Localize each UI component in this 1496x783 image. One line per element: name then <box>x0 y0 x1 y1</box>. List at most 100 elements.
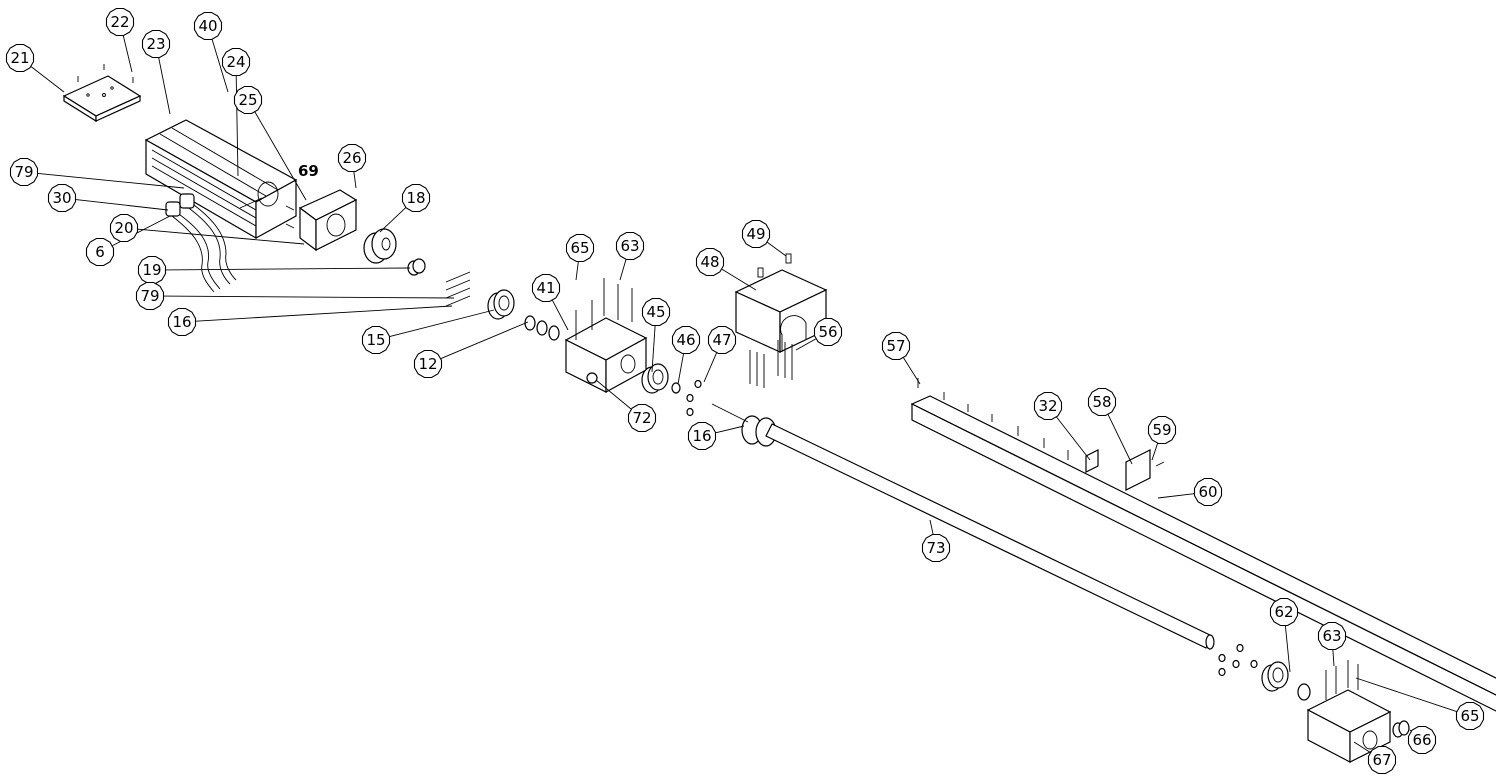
callout-48: 48 <box>695 247 725 277</box>
callout-21: 21 <box>5 43 35 73</box>
callout-number: 60 <box>1198 483 1217 501</box>
callout-23: 23 <box>141 29 171 59</box>
callout-6: 6 <box>85 237 115 267</box>
callout-24: 24 <box>221 47 251 77</box>
callout-badge <box>687 421 717 451</box>
callout-46: 46 <box>671 325 701 355</box>
leader-line <box>677 353 684 385</box>
callout-number: 15 <box>366 331 385 349</box>
callout-60: 60 <box>1193 477 1223 507</box>
ring-set <box>524 315 560 341</box>
bearing-block-left <box>564 278 648 394</box>
callout-number: 19 <box>142 261 161 279</box>
callout-number: 62 <box>1274 603 1293 621</box>
leader-line <box>1355 677 1457 713</box>
callout-badge <box>695 247 725 277</box>
callout-badge <box>135 281 165 311</box>
seal <box>641 363 669 394</box>
callout-badge <box>109 213 139 243</box>
leader-line <box>254 111 307 201</box>
callout-badge <box>627 403 657 433</box>
coupling <box>363 228 426 276</box>
callout-badge <box>1269 597 1299 627</box>
callout-number: 25 <box>238 91 257 109</box>
callout-45: 45 <box>641 297 671 327</box>
leader-line <box>211 39 229 93</box>
screw-set-long <box>749 340 793 388</box>
callout-25: 25 <box>233 85 263 115</box>
callout-badge <box>401 183 431 213</box>
leader-line <box>552 300 569 331</box>
callout-number: 67 <box>1372 751 1391 769</box>
callout-number: 24 <box>226 53 245 71</box>
callout-badge <box>881 331 911 361</box>
callout-badge <box>813 317 843 347</box>
leader-line <box>1332 649 1335 667</box>
leader-line <box>75 199 169 211</box>
callout-number: 18 <box>406 189 425 207</box>
callout-59: 59 <box>1147 415 1177 445</box>
top-plate <box>62 64 142 123</box>
callout-number: 41 <box>536 279 555 297</box>
limit-bracket <box>1085 449 1165 491</box>
leader-line <box>389 309 495 338</box>
callout-16: 16 <box>167 307 197 337</box>
callout-62: 62 <box>1269 597 1299 627</box>
motor-body <box>144 119 298 240</box>
callout-badge <box>1147 415 1177 445</box>
leader-line <box>158 57 171 115</box>
callout-badge <box>221 47 251 77</box>
callout-number: 66 <box>1412 731 1431 749</box>
leader-line <box>137 228 305 245</box>
callout-26: 26 <box>337 143 367 173</box>
callout-badge <box>1407 725 1437 755</box>
callout-badge <box>741 219 771 249</box>
callout-number: 40 <box>198 17 217 35</box>
part-label-69: 69 <box>298 162 319 180</box>
leader-line <box>1157 493 1195 499</box>
leader-line <box>715 425 745 434</box>
callout-badge <box>141 29 171 59</box>
leader-line <box>619 259 627 281</box>
callout-badge <box>565 233 595 263</box>
carriage-block <box>734 253 828 353</box>
callout-number: 79 <box>140 287 159 305</box>
motor-cables <box>165 193 237 293</box>
leader-line <box>440 321 529 360</box>
callout-number: 63 <box>1322 627 1341 645</box>
linear-rail <box>910 378 1496 712</box>
callout-number: 65 <box>1460 707 1479 725</box>
leader-line <box>651 325 656 373</box>
callout-number: 32 <box>1038 397 1057 415</box>
callout-number: 16 <box>692 427 711 445</box>
callout-65: 65 <box>565 233 595 263</box>
ball-screw-nut <box>711 403 777 447</box>
leader-line <box>163 295 455 299</box>
callout-badge <box>671 325 701 355</box>
end-block-right <box>1306 660 1392 763</box>
leader-line <box>30 66 65 93</box>
plug <box>1392 720 1410 738</box>
callout-number: 73 <box>926 539 945 557</box>
callout-number: 63 <box>620 237 639 255</box>
leader-line <box>929 519 934 535</box>
callout-badge <box>167 307 197 337</box>
callout-badge <box>1087 387 1117 417</box>
callout-badge <box>615 231 645 261</box>
callout-number: 56 <box>818 323 837 341</box>
callout-badge <box>1033 391 1063 421</box>
leader-line <box>122 35 133 73</box>
callout-number: 23 <box>146 35 165 53</box>
callout-15: 15 <box>361 325 391 355</box>
callout-badge <box>1193 477 1223 507</box>
callout-73: 73 <box>921 533 951 563</box>
callout-number: 26 <box>342 149 361 167</box>
callout-badge <box>337 143 367 173</box>
adapter-plate <box>285 189 358 252</box>
callout-20: 20 <box>109 213 139 243</box>
leader-line <box>37 172 185 189</box>
callout-badge <box>85 237 115 267</box>
